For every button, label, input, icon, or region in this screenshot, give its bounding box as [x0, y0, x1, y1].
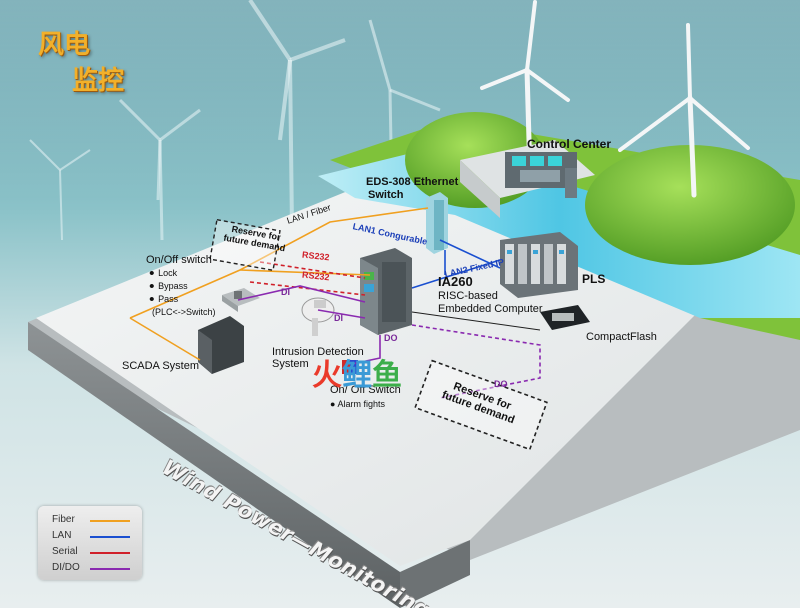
onoff-switch-device — [222, 288, 260, 312]
onoff-lock-label: Lock — [158, 268, 178, 278]
do-label-b: DO — [494, 379, 508, 389]
eds-switch-label-2: Switch — [368, 189, 404, 201]
control-center-label: Control Center — [527, 137, 611, 151]
bypass-icon: ⚫︎ — [148, 281, 156, 291]
alarm-bullet-icon: ● — [330, 399, 336, 409]
title-line-2: 监控 — [72, 66, 125, 96]
legend-lan-label: LAN — [52, 530, 72, 541]
ia260-label: IA260 — [438, 274, 473, 289]
intrusion-label-1: Intrusion Detection — [272, 346, 364, 358]
alarm-light — [342, 360, 358, 374]
compactflash-label: CompactFlash — [586, 331, 657, 343]
reserve-box-small — [209, 218, 281, 272]
intrusion-label-2: System — [272, 358, 309, 370]
eds-switch-label-1: EDS-308 Ethernet — [366, 176, 459, 188]
di-label-a: DI — [281, 287, 290, 297]
watermark: 火鲤鱼 — [312, 350, 402, 394]
onoff-bypass-label: Bypass — [158, 281, 188, 291]
reserve-box-large — [414, 359, 548, 451]
onoff-pass: ⚫︎ Pass — [148, 293, 178, 305]
di-label-b: DI — [334, 313, 343, 323]
ia260-label-3: Embedded Computer — [438, 303, 543, 315]
do-label-a: DO — [384, 333, 398, 343]
legend-dido-label: DI/DO — [52, 562, 80, 573]
legend-dido-line — [90, 568, 130, 570]
platform-top — [36, 186, 760, 566]
legend-fiber-label: Fiber — [52, 514, 75, 525]
connection-lines — [129, 207, 541, 399]
pass-icon: ⚫︎ — [148, 294, 156, 304]
ia260-label-2: RISC-based — [438, 290, 498, 302]
watermark-char-2: 鲤 — [342, 358, 372, 393]
onoff-lock: ⚫︎ Lock — [148, 267, 177, 279]
onoff2-label: On/ Off Switch — [330, 384, 401, 396]
onoff-switch-title: On/Off switch — [146, 254, 212, 266]
title-line-1: 风电 — [38, 30, 91, 60]
lock-icon: ⚫︎ — [148, 268, 156, 278]
alarm-label: Alarm fights — [337, 399, 385, 409]
legend-serial-line — [90, 552, 130, 554]
onoff-pass-label: Pass — [158, 294, 179, 304]
watermark-char-3: 鱼 — [372, 358, 402, 393]
pls-rack — [500, 232, 578, 298]
legend-fiber-line — [90, 520, 130, 522]
control-center-room — [460, 140, 595, 218]
pls-label: PLS — [582, 272, 606, 286]
onoff-plc-label: (PLC<->Switch) — [152, 307, 216, 317]
watermark-char-1: 火 — [312, 358, 342, 393]
scada-system — [198, 316, 244, 374]
legend: Fiber LAN Serial DI/DO — [38, 506, 142, 580]
scada-label: SCADA System — [122, 360, 200, 372]
legend-lan-line — [90, 536, 130, 538]
onoff-bypass: ⚫︎ Bypass — [148, 280, 188, 292]
eds-308-switch — [426, 192, 448, 254]
compactflash-card — [540, 305, 590, 330]
alarm-row: ● Alarm fights — [330, 398, 385, 410]
ia260-device — [360, 248, 412, 335]
legend-serial-label: Serial — [52, 546, 78, 557]
